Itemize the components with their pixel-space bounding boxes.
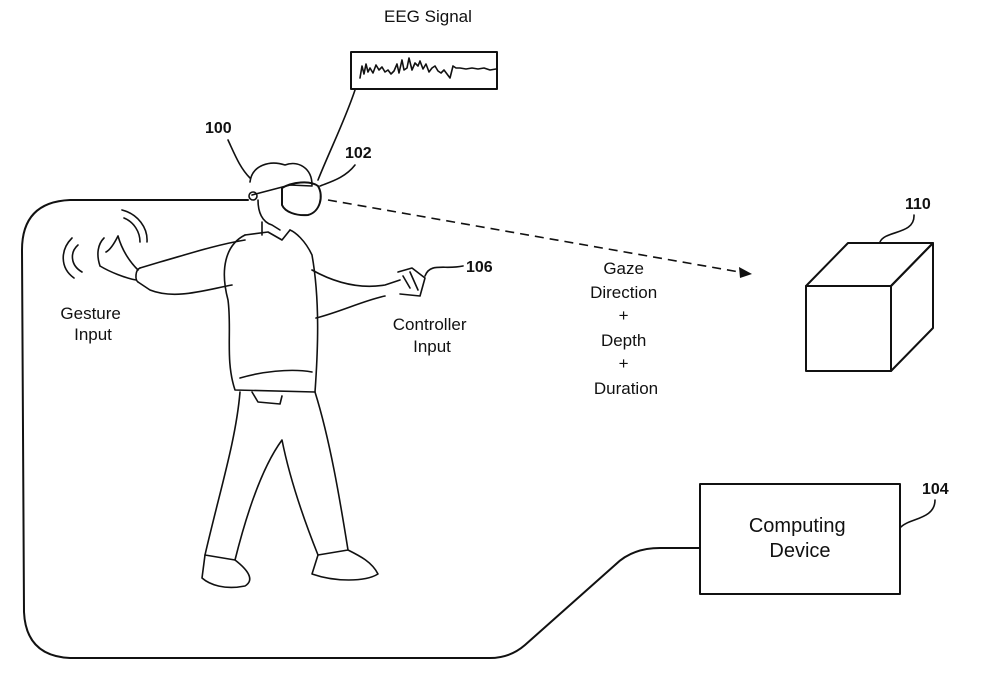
ref-102: 102 [345,145,372,162]
gaze-arrowhead [739,267,752,278]
computing-device-label: Computing Device [749,515,851,562]
eeg-waveform [359,57,497,79]
ref-106-leader [424,265,464,277]
ref-106: 106 [466,259,493,276]
gaze-label: Gaze Direction + Depth + Duration [590,259,662,398]
eeg-leader-line [317,89,356,181]
eeg-signal-title: EEG Signal [384,7,472,26]
ref-102-leader [319,164,356,187]
user-figure [62,162,426,589]
eeg-signal-box [350,51,498,90]
headset-connection-line [21,199,701,659]
controller-input-label: Controller Input [393,315,471,356]
ref-100-leader [227,139,251,179]
ref-110-leader [879,214,915,243]
computing-device-box [699,483,901,595]
ref-110: 110 [905,196,931,213]
gaze-direction-arrow [327,199,746,274]
ref-104-leader [899,499,936,529]
ref-100: 100 [205,120,232,137]
headset [281,181,322,217]
gesture-input-label: Gesture Input [60,304,125,344]
virtual-object-cube [805,242,934,372]
ref-104: 104 [922,481,949,498]
